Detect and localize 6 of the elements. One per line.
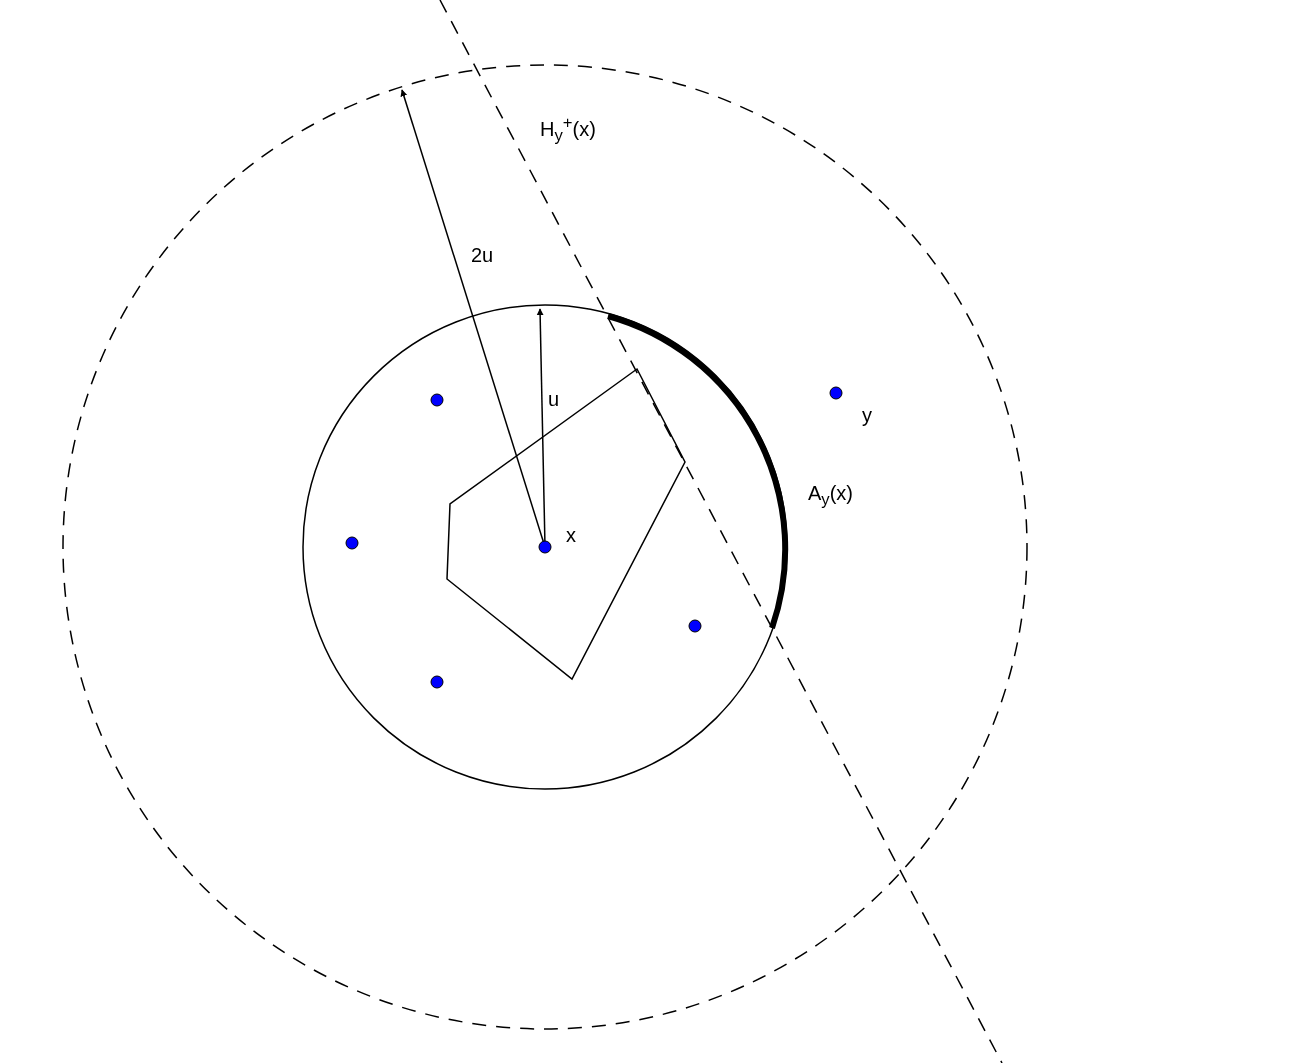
half-plane-label: H$_{y}$$^{+}$(x) <box>540 112 596 147</box>
point-label: y <box>862 404 872 426</box>
radius-label: 2u <box>471 244 494 266</box>
arc-label: A$_{y}$(x) <box>808 482 853 511</box>
point-label: x <box>566 524 576 546</box>
radius-label: u <box>548 388 560 410</box>
